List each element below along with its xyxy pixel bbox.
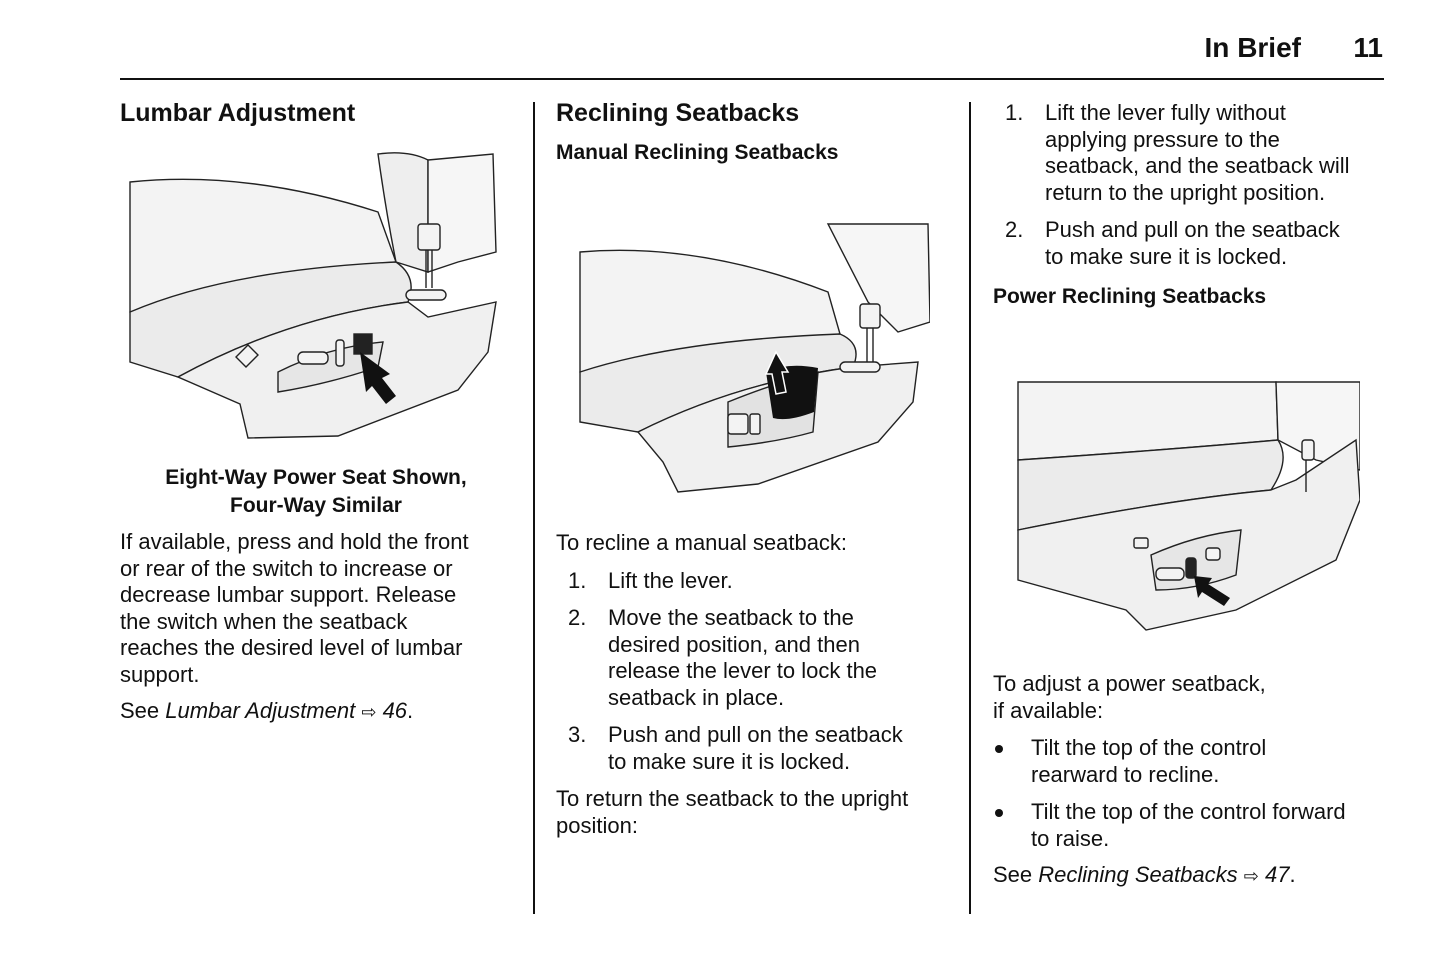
- step-line: seatback, and the seatback will: [1045, 153, 1350, 178]
- bullet-line: Tilt the top of the control: [1031, 735, 1267, 760]
- step-line: return to the upright position.: [1045, 179, 1326, 205]
- body-line: decrease lumbar support. Release: [120, 582, 457, 607]
- bullet-item: Tilt the top of the control rearward to …: [993, 735, 1393, 788]
- step-number: 2.: [568, 605, 587, 630]
- step-number: 2.: [1005, 217, 1024, 242]
- punctuation: .: [1289, 862, 1296, 887]
- column-divider-2: [969, 102, 971, 914]
- seat-power-recline-figure: [1016, 380, 1360, 632]
- heading-reclining-seatbacks: Reclining Seatbacks: [556, 99, 800, 127]
- step-line: Lift the lever fully without: [1045, 100, 1286, 125]
- manual-recline-intro: To recline a manual seatback:: [556, 530, 848, 555]
- step-number: 1.: [1005, 100, 1024, 125]
- step-line: to make sure it is locked.: [1045, 243, 1288, 269]
- figure-caption: Eight-Way Power Seat Shown, Four-Way Sim…: [120, 464, 512, 520]
- step-item: 1. Lift the lever fully without applying…: [993, 100, 1393, 206]
- step-item: 2. Move the seatback to the desired posi…: [556, 605, 956, 711]
- body-line: if available:: [993, 697, 1104, 723]
- cross-reference-link[interactable]: Reclining Seatbacks: [1038, 862, 1238, 887]
- step-number: 1.: [568, 567, 587, 593]
- cross-reference-link[interactable]: Lumbar Adjustment: [165, 698, 356, 723]
- body-line: position:: [556, 812, 638, 838]
- seat-lumbar-figure: [128, 152, 498, 444]
- punctuation: .: [407, 698, 414, 723]
- return-upright-steps: 1. Lift the lever fully without applying…: [993, 100, 1393, 270]
- column-lumbar: Lumbar Adjustment: [120, 98, 520, 128]
- reference-page-link[interactable]: 46: [382, 698, 408, 723]
- power-recline-intro: To adjust a power seatback, if available…: [993, 671, 1393, 724]
- step-line: Move the seatback to the: [608, 605, 854, 630]
- bullet-line: Tilt the top of the control forward: [1031, 799, 1346, 824]
- step-line: desired position, and then: [608, 631, 860, 657]
- step-line: Push and pull on the seatback: [1045, 217, 1340, 242]
- bullet-icon: [995, 809, 1003, 817]
- step-item: 1. Lift the lever.: [556, 568, 956, 595]
- see-also-reclining: See Reclining Seatbacks ⇨ 47.: [993, 862, 1393, 890]
- step-item: 2. Push and pull on the seatback to make…: [993, 217, 1393, 270]
- caption-line: Four-Way Similar: [230, 494, 402, 517]
- body-line: the switch when the seatback: [120, 608, 408, 634]
- step-line: to make sure it is locked.: [608, 748, 851, 774]
- body-line: If available, press and hold the front: [120, 529, 469, 554]
- arrow-indicator: [360, 352, 396, 404]
- arrow-indicator: [1194, 576, 1230, 606]
- see-also-lumbar: See Lumbar Adjustment ⇨ 46.: [120, 698, 520, 726]
- body-line: support.: [120, 661, 200, 687]
- header-rule: [120, 78, 1384, 80]
- reference-arrow-icon: ⇨: [361, 702, 377, 722]
- return-upright-text: To return the seatback to the upright po…: [556, 786, 956, 839]
- see-prefix: See: [993, 862, 1039, 887]
- arrow-indicator: [764, 350, 790, 395]
- step-line: applying pressure to the: [1045, 126, 1280, 152]
- bullet-line: rearward to recline.: [1031, 761, 1220, 787]
- reference-arrow-icon: ⇨: [1243, 866, 1259, 886]
- reference-page-link[interactable]: 47: [1264, 862, 1290, 887]
- page-number: 11: [1353, 32, 1383, 63]
- subheading-manual-reclining: Manual Reclining Seatbacks: [556, 141, 839, 164]
- body-line: or rear of the switch to increase or: [120, 555, 453, 581]
- body-line: To adjust a power seatback,: [993, 671, 1266, 696]
- step-line: release the lever to lock the: [608, 658, 878, 683]
- body-line: To return the seatback to the upright: [556, 786, 909, 811]
- bullet-line: to raise.: [1031, 825, 1110, 851]
- lumbar-body: If available, press and hold the front o…: [120, 529, 520, 688]
- see-prefix: See: [120, 698, 166, 723]
- step-item: 3. Push and pull on the seatback to make…: [556, 722, 956, 775]
- step-line: Lift the lever.: [608, 567, 733, 593]
- bullet-item: Tilt the top of the control forward to r…: [993, 799, 1393, 852]
- step-line: seatback in place.: [608, 684, 785, 710]
- column-reclining: Reclining Seatbacks Manual Reclining Sea…: [556, 98, 956, 166]
- subheading-power-reclining: Power Reclining Seatbacks: [993, 285, 1267, 308]
- column-divider-1: [533, 102, 535, 914]
- heading-lumbar-adjustment: Lumbar Adjustment: [120, 99, 356, 127]
- seat-manual-recline-figure: [578, 222, 930, 500]
- manual-recline-steps: 1. Lift the lever. 2. Move the seatback …: [556, 568, 956, 776]
- step-number: 3.: [568, 722, 587, 747]
- column-continued: 1. Lift the lever fully without applying…: [993, 100, 1393, 310]
- manual-recline-text: To recline a manual seatback: 1. Lift th…: [556, 530, 956, 839]
- step-line: Push and pull on the seatback: [608, 722, 903, 747]
- running-header-section: In Brief: [1204, 32, 1301, 63]
- bullet-icon: [995, 745, 1003, 753]
- power-recline-bullets: Tilt the top of the control rearward to …: [993, 735, 1393, 852]
- caption-line: Eight-Way Power Seat Shown,: [165, 466, 467, 489]
- power-recline-text: To adjust a power seatback, if available…: [993, 671, 1393, 890]
- body-line: reaches the desired level of lumbar: [120, 635, 463, 660]
- lumbar-text: Eight-Way Power Seat Shown, Four-Way Sim…: [120, 464, 520, 726]
